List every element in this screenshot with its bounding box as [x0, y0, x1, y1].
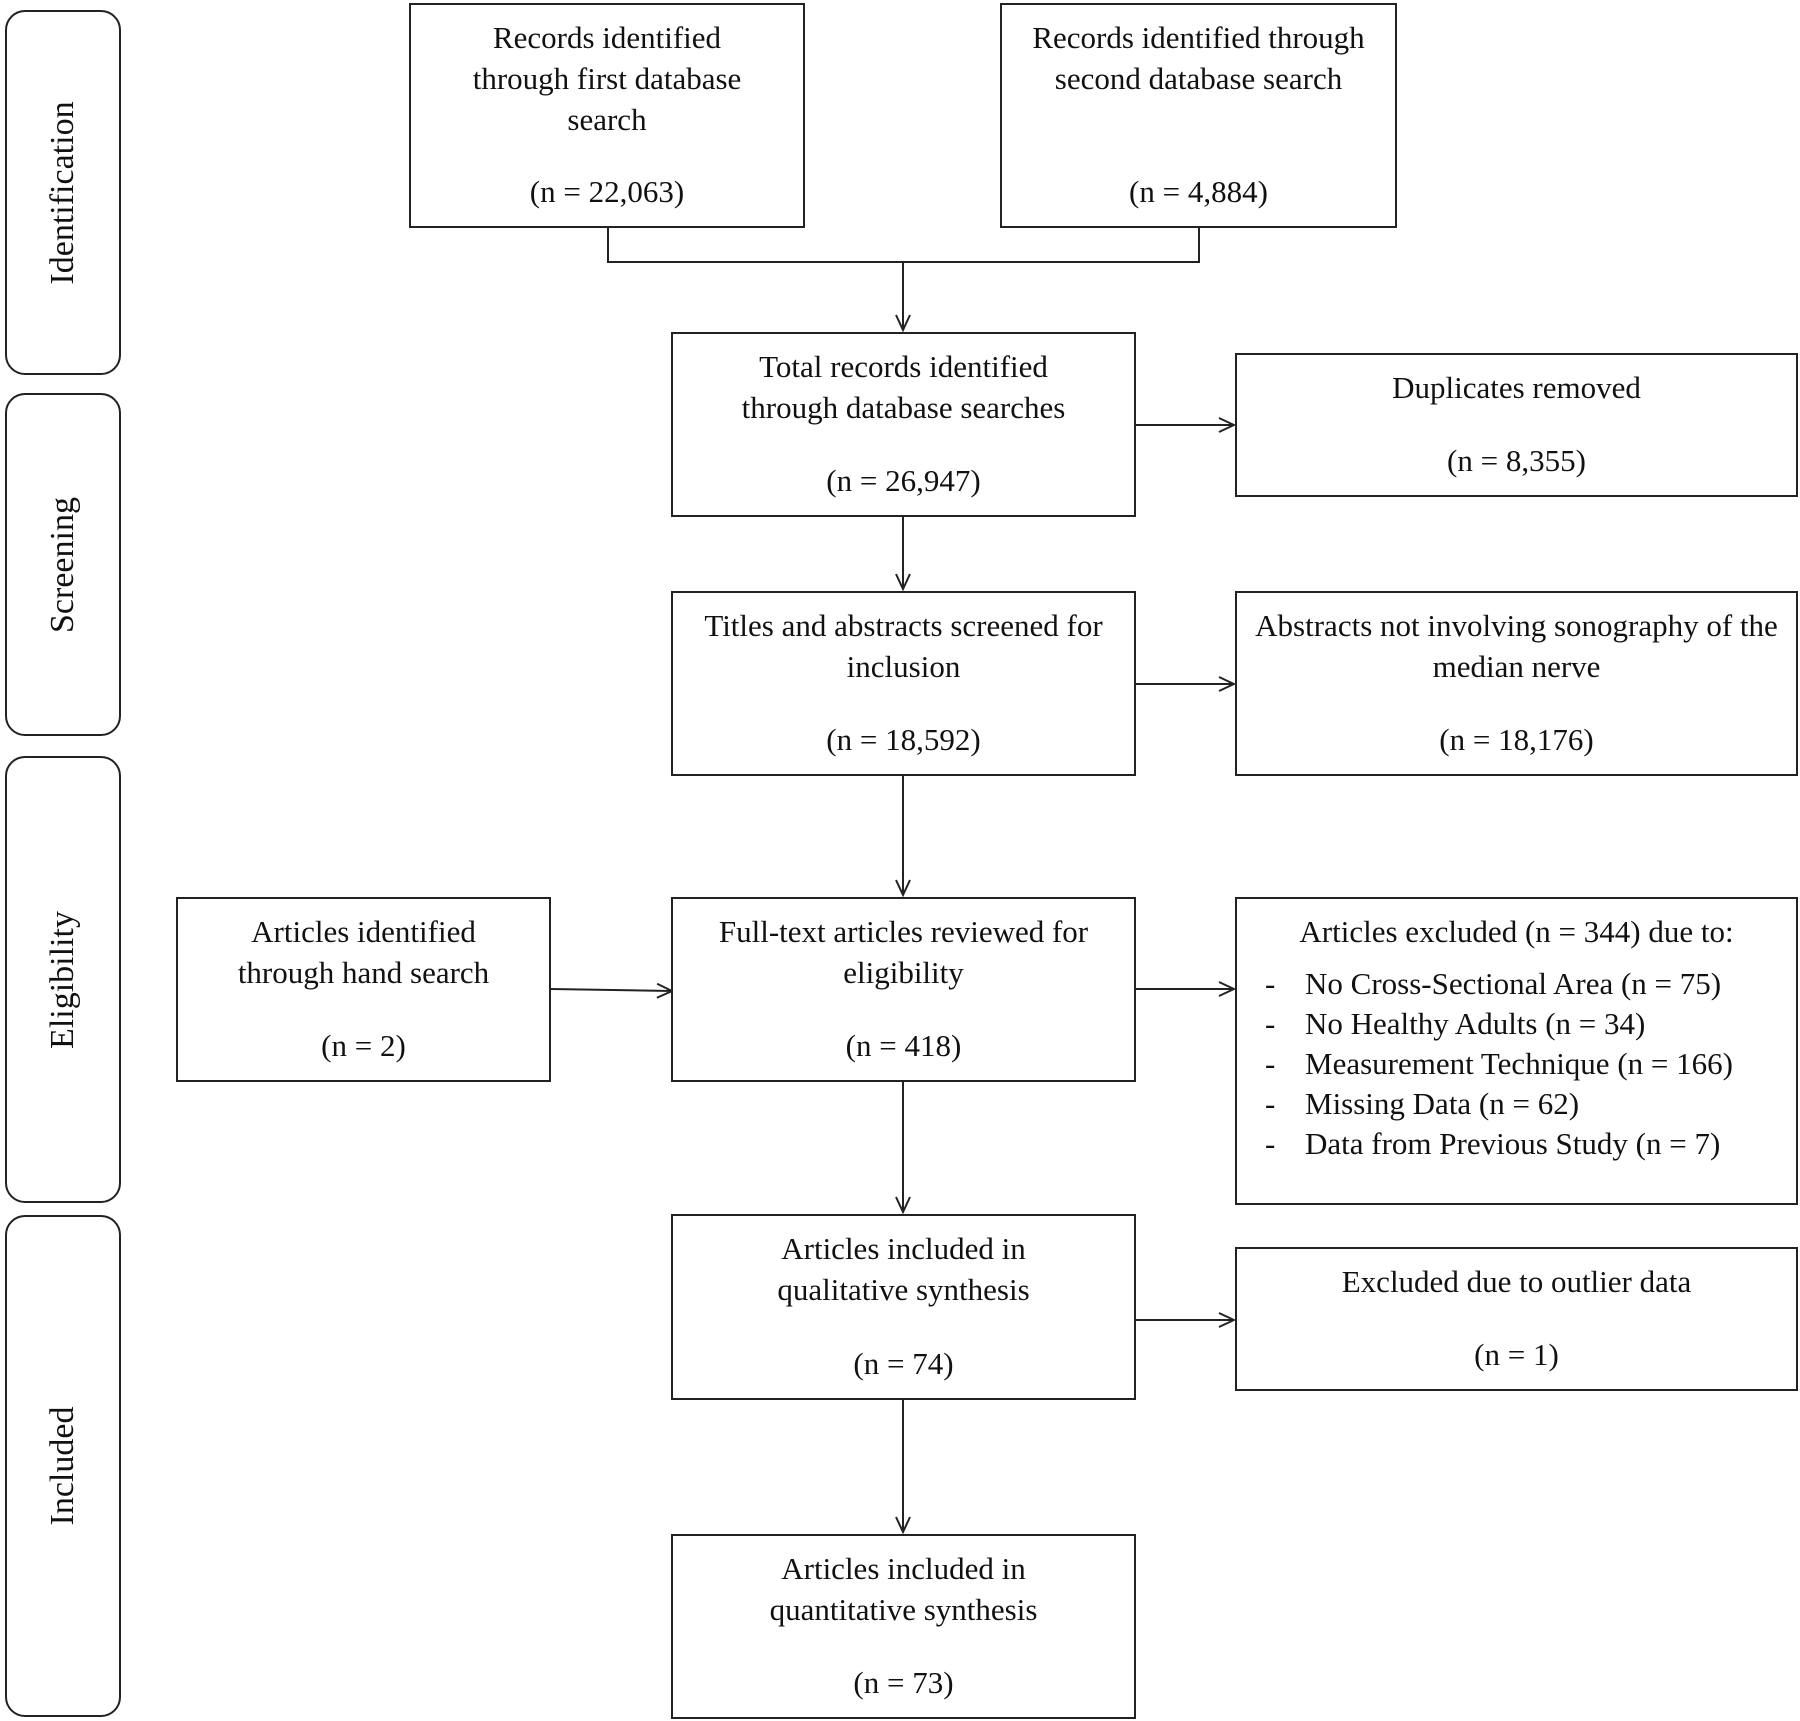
box-qualitative-synthesis: Articles included in qualitative synthes…	[671, 1214, 1136, 1400]
box-text: Records identified through second databa…	[1032, 20, 1365, 96]
box-text: Excluded due to outlier data	[1341, 1264, 1692, 1299]
box-count: (n = 26,947)	[826, 463, 981, 498]
box-text: Abstracts not involving sonography of th…	[1255, 608, 1778, 684]
box-titles-abstracts-screened: Titles and abstracts screened for inclus…	[671, 591, 1136, 776]
reason-text: Measurement Technique (n = 166)	[1305, 1046, 1733, 1081]
box-text: Articles identified through hand search	[237, 914, 490, 990]
box-outlier-excluded: Excluded due to outlier data (n = 1)	[1235, 1247, 1798, 1391]
list-item: -No Healthy Adults (n = 34)	[1265, 1006, 1646, 1041]
stage-label: Eligibility	[44, 910, 81, 1049]
reason-text: No Healthy Adults (n = 34)	[1305, 1006, 1646, 1041]
list-item: -Data from Previous Study (n = 7)	[1265, 1126, 1721, 1161]
box-text: Articles included in quantitative synthe…	[769, 1551, 1038, 1627]
box-count: (n = 22,063)	[529, 174, 685, 209]
stage-included: Included	[5, 1215, 121, 1717]
merge-line	[607, 227, 1200, 263]
reason-text: No Cross-Sectional Area (n = 75)	[1305, 966, 1722, 1001]
box-count: (n = 8,355)	[1447, 443, 1586, 478]
box-text: Articles excluded (n = 344) due to:	[1299, 914, 1734, 949]
stage-identification: Identification	[5, 10, 121, 375]
box-count: (n = 74)	[853, 1346, 954, 1381]
box-duplicates-removed: Duplicates removed (n = 8,355)	[1235, 353, 1798, 497]
box-abstracts-excluded: Abstracts not involving sonography of th…	[1235, 591, 1798, 776]
box-count: (n = 1)	[1474, 1337, 1559, 1372]
reason-text: Data from Previous Study (n = 7)	[1305, 1126, 1721, 1161]
box-text: Total records identified through databas…	[741, 349, 1066, 425]
list-item: -Missing Data (n = 62)	[1265, 1086, 1580, 1121]
box-articles-excluded: Articles excluded (n = 344) due to: -No …	[1235, 897, 1798, 1205]
stage-label: Screening	[44, 496, 81, 633]
arrow-hand-to-fulltext	[550, 989, 672, 991]
box-first-database-search: Records identified through first databas…	[409, 3, 805, 228]
box-count: (n = 18,176)	[1439, 722, 1594, 757]
exclusion-reasons-list: -No Cross-Sectional Area (n = 75) -No He…	[1247, 964, 1786, 1164]
box-hand-search: Articles identified through hand search …	[176, 897, 551, 1082]
stage-label: Included	[44, 1406, 81, 1526]
reason-text: Missing Data (n = 62)	[1305, 1086, 1580, 1121]
box-total-records: Total records identified through databas…	[671, 332, 1136, 517]
box-text: Records identified through first databas…	[472, 20, 742, 137]
box-fulltext-reviewed: Full-text articles reviewed for eligibil…	[671, 897, 1136, 1082]
box-text: Articles included in qualitative synthes…	[777, 1231, 1030, 1307]
stage-eligibility: Eligibility	[5, 756, 121, 1203]
stage-label: Identification	[44, 100, 81, 285]
list-item: -Measurement Technique (n = 166)	[1265, 1046, 1733, 1081]
box-quantitative-synthesis: Articles included in quantitative synthe…	[671, 1534, 1136, 1719]
list-item: -No Cross-Sectional Area (n = 75)	[1265, 966, 1722, 1001]
box-text: Titles and abstracts screened for inclus…	[704, 608, 1103, 684]
box-count: (n = 2)	[321, 1028, 406, 1063]
box-second-database-search: Records identified through second databa…	[1000, 3, 1397, 228]
box-text: Full-text articles reviewed for eligibil…	[718, 914, 1089, 990]
box-count: (n = 73)	[853, 1665, 954, 1700]
box-count: (n = 18,592)	[826, 722, 981, 757]
box-count: (n = 418)	[845, 1028, 962, 1063]
stage-screening: Screening	[5, 393, 121, 736]
box-text: Duplicates removed	[1392, 370, 1641, 405]
box-count: (n = 4,884)	[1129, 174, 1268, 209]
